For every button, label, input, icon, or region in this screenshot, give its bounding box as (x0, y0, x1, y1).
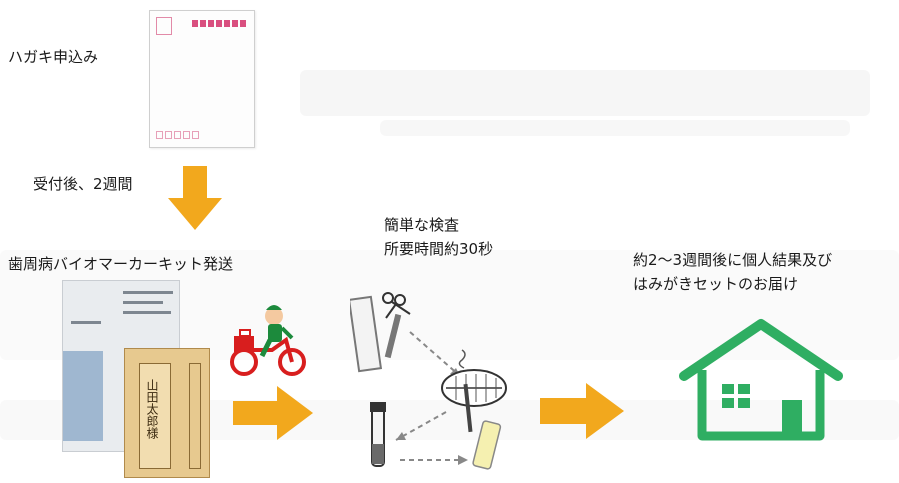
right-arrow-icon-2 (540, 383, 624, 439)
zip-code-boxes (192, 20, 246, 27)
house-icon (679, 319, 843, 441)
kit-ruler (189, 363, 201, 469)
after-receipt-label: 受付後、2週間 (33, 175, 133, 193)
kit-package-icon: 山田太郎様 (124, 348, 210, 478)
result-label-line1: 約2～3週間後に個人結果及び (633, 251, 833, 269)
result-label-line2: はみがきセットのお届け (633, 275, 799, 293)
sender-zip-boxes (156, 131, 199, 139)
test-label-line2: 所要時間約30秒 (384, 240, 494, 258)
watermark-band-top (300, 70, 870, 116)
down-arrow-icon (168, 166, 222, 230)
teeth-icon (441, 349, 507, 433)
postcard-icon (149, 10, 255, 148)
delivery-bike-icon (230, 305, 306, 376)
kit-recipient-name: 山田太郎様 (145, 379, 159, 439)
watermark-band-mid (380, 120, 850, 136)
apply-label: ハガキ申込み (8, 48, 99, 66)
kit-name-box (139, 363, 171, 469)
test-kit-icon (350, 292, 507, 470)
test-label-line1: 簡単な検査 (384, 216, 460, 234)
stamp-box (156, 17, 172, 35)
kit-shipping-label: 歯周病バイオマーカーキット発送 (8, 255, 234, 273)
right-arrow-icon (233, 386, 313, 440)
